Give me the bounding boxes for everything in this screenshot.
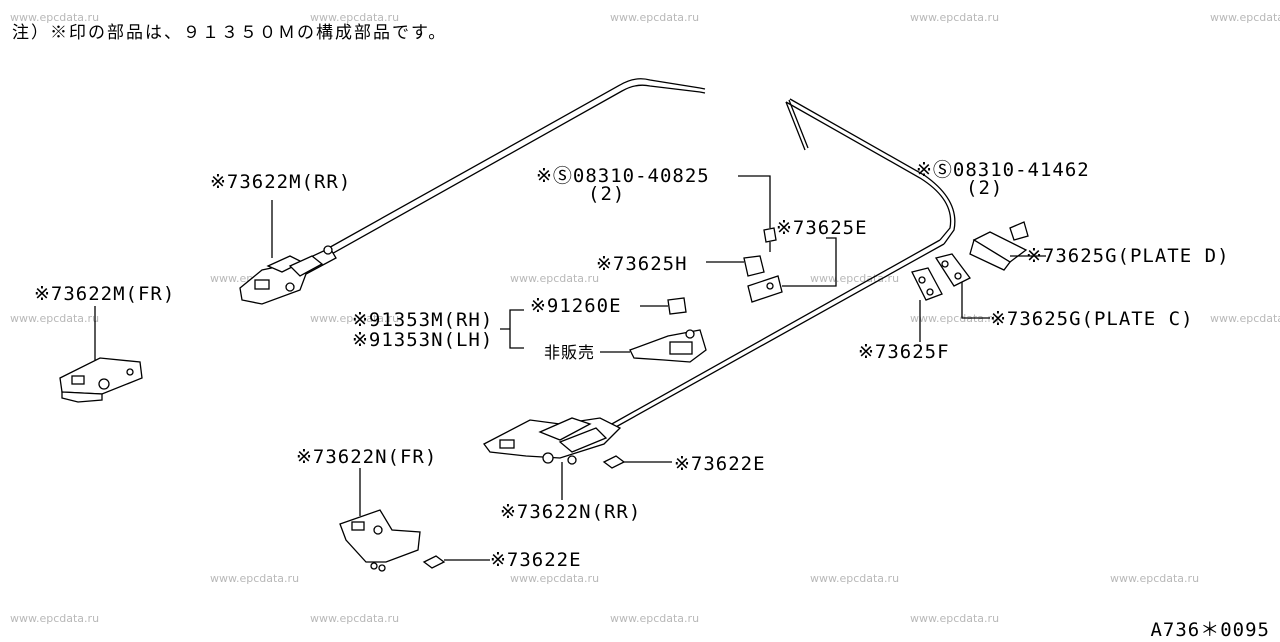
holder-73625e xyxy=(747,237,837,303)
watermark: www.epcdata.ru xyxy=(210,572,300,585)
watermark: www.epcdata.ru xyxy=(310,312,400,325)
side-rail xyxy=(609,239,945,429)
label-73622e-lower: ※73622E xyxy=(490,549,582,571)
watermark: www.epcdata.ru xyxy=(310,11,400,24)
label-73625g-plate-d: ※73625G(PLATE D) xyxy=(1026,245,1230,267)
note-text: 注）※印の部品は、９１３５０Ｍの構成部品です。 xyxy=(12,23,448,43)
clip-73622e-upper xyxy=(602,455,672,469)
watermark: www.epcdata.ru xyxy=(10,11,100,24)
label-73625h: ※73625H xyxy=(596,253,688,275)
label-08310-40825: ※Ⓢ08310-40825 xyxy=(536,165,710,187)
label-08310-41462-qty: (2) xyxy=(966,177,1004,199)
bracket-73622n-fr xyxy=(339,468,421,572)
label-73625g-plate-c: ※73625G(PLATE C) xyxy=(990,308,1194,330)
hinge-73622n-rr xyxy=(483,417,622,500)
label-73622n-fr: ※73622N(FR) xyxy=(296,446,438,468)
clip-91260e xyxy=(640,297,687,315)
side-rail xyxy=(785,98,956,245)
watermark: www.epcdata.ru xyxy=(910,11,1000,24)
watermark: www.epcdata.ru xyxy=(510,572,600,585)
watermark: www.epcdata.ru xyxy=(1110,572,1200,585)
label-91260e: ※91260E xyxy=(530,295,622,317)
roof-rail xyxy=(324,78,701,257)
label-73622e-upper: ※73622E xyxy=(674,453,766,475)
label-73622n-rr: ※73622N(RR) xyxy=(500,501,642,523)
plate-73625g-d xyxy=(969,231,1046,271)
watermark: www.epcdata.ru xyxy=(10,312,100,325)
plate-73625g-c xyxy=(934,253,990,319)
watermark: www.epcdata.ru xyxy=(810,572,900,585)
watermark: www.epcdata.ru xyxy=(1210,312,1280,325)
watermark: www.epcdata.ru xyxy=(610,11,700,24)
diagram-code: A736＊0095 xyxy=(1150,619,1270,641)
label-73625e: ※73625E xyxy=(776,217,868,239)
watermark: www.epcdata.ru xyxy=(910,312,1000,325)
hinge-73622m-rr xyxy=(239,200,337,305)
label-73622m-fr: ※73622M(FR) xyxy=(34,283,176,305)
roof-rail xyxy=(699,87,706,94)
watermark: www.epcdata.ru xyxy=(510,272,600,285)
screw-08310-41462 xyxy=(1009,221,1029,241)
label-08310-41462: ※Ⓢ08310-41462 xyxy=(916,159,1090,181)
label-73625f: ※73625F xyxy=(858,341,950,363)
watermark: www.epcdata.ru xyxy=(1210,11,1280,24)
clip-73625h xyxy=(706,255,765,277)
watermark: www.epcdata.ru xyxy=(10,612,100,625)
bracket-91353 xyxy=(500,309,707,363)
label-73622m-rr: ※73622M(RR) xyxy=(210,171,352,193)
plate-73625f xyxy=(911,267,943,342)
watermark: www.epcdata.ru xyxy=(310,612,400,625)
screw-08310-40825 xyxy=(738,175,777,252)
label-91353m: ※91353M(RH) xyxy=(352,309,494,331)
bracket-73622m-fr xyxy=(59,306,143,403)
label-08310-40825-qty: (2) xyxy=(588,183,626,205)
watermark: www.epcdata.ru xyxy=(910,612,1000,625)
drain-tube xyxy=(785,99,809,151)
label-91353n: ※91353N(LH) xyxy=(352,329,494,351)
label-not-sold: 非販売 xyxy=(544,343,596,362)
watermark: www.epcdata.ru xyxy=(610,612,700,625)
clip-73622e-lower xyxy=(422,555,490,569)
